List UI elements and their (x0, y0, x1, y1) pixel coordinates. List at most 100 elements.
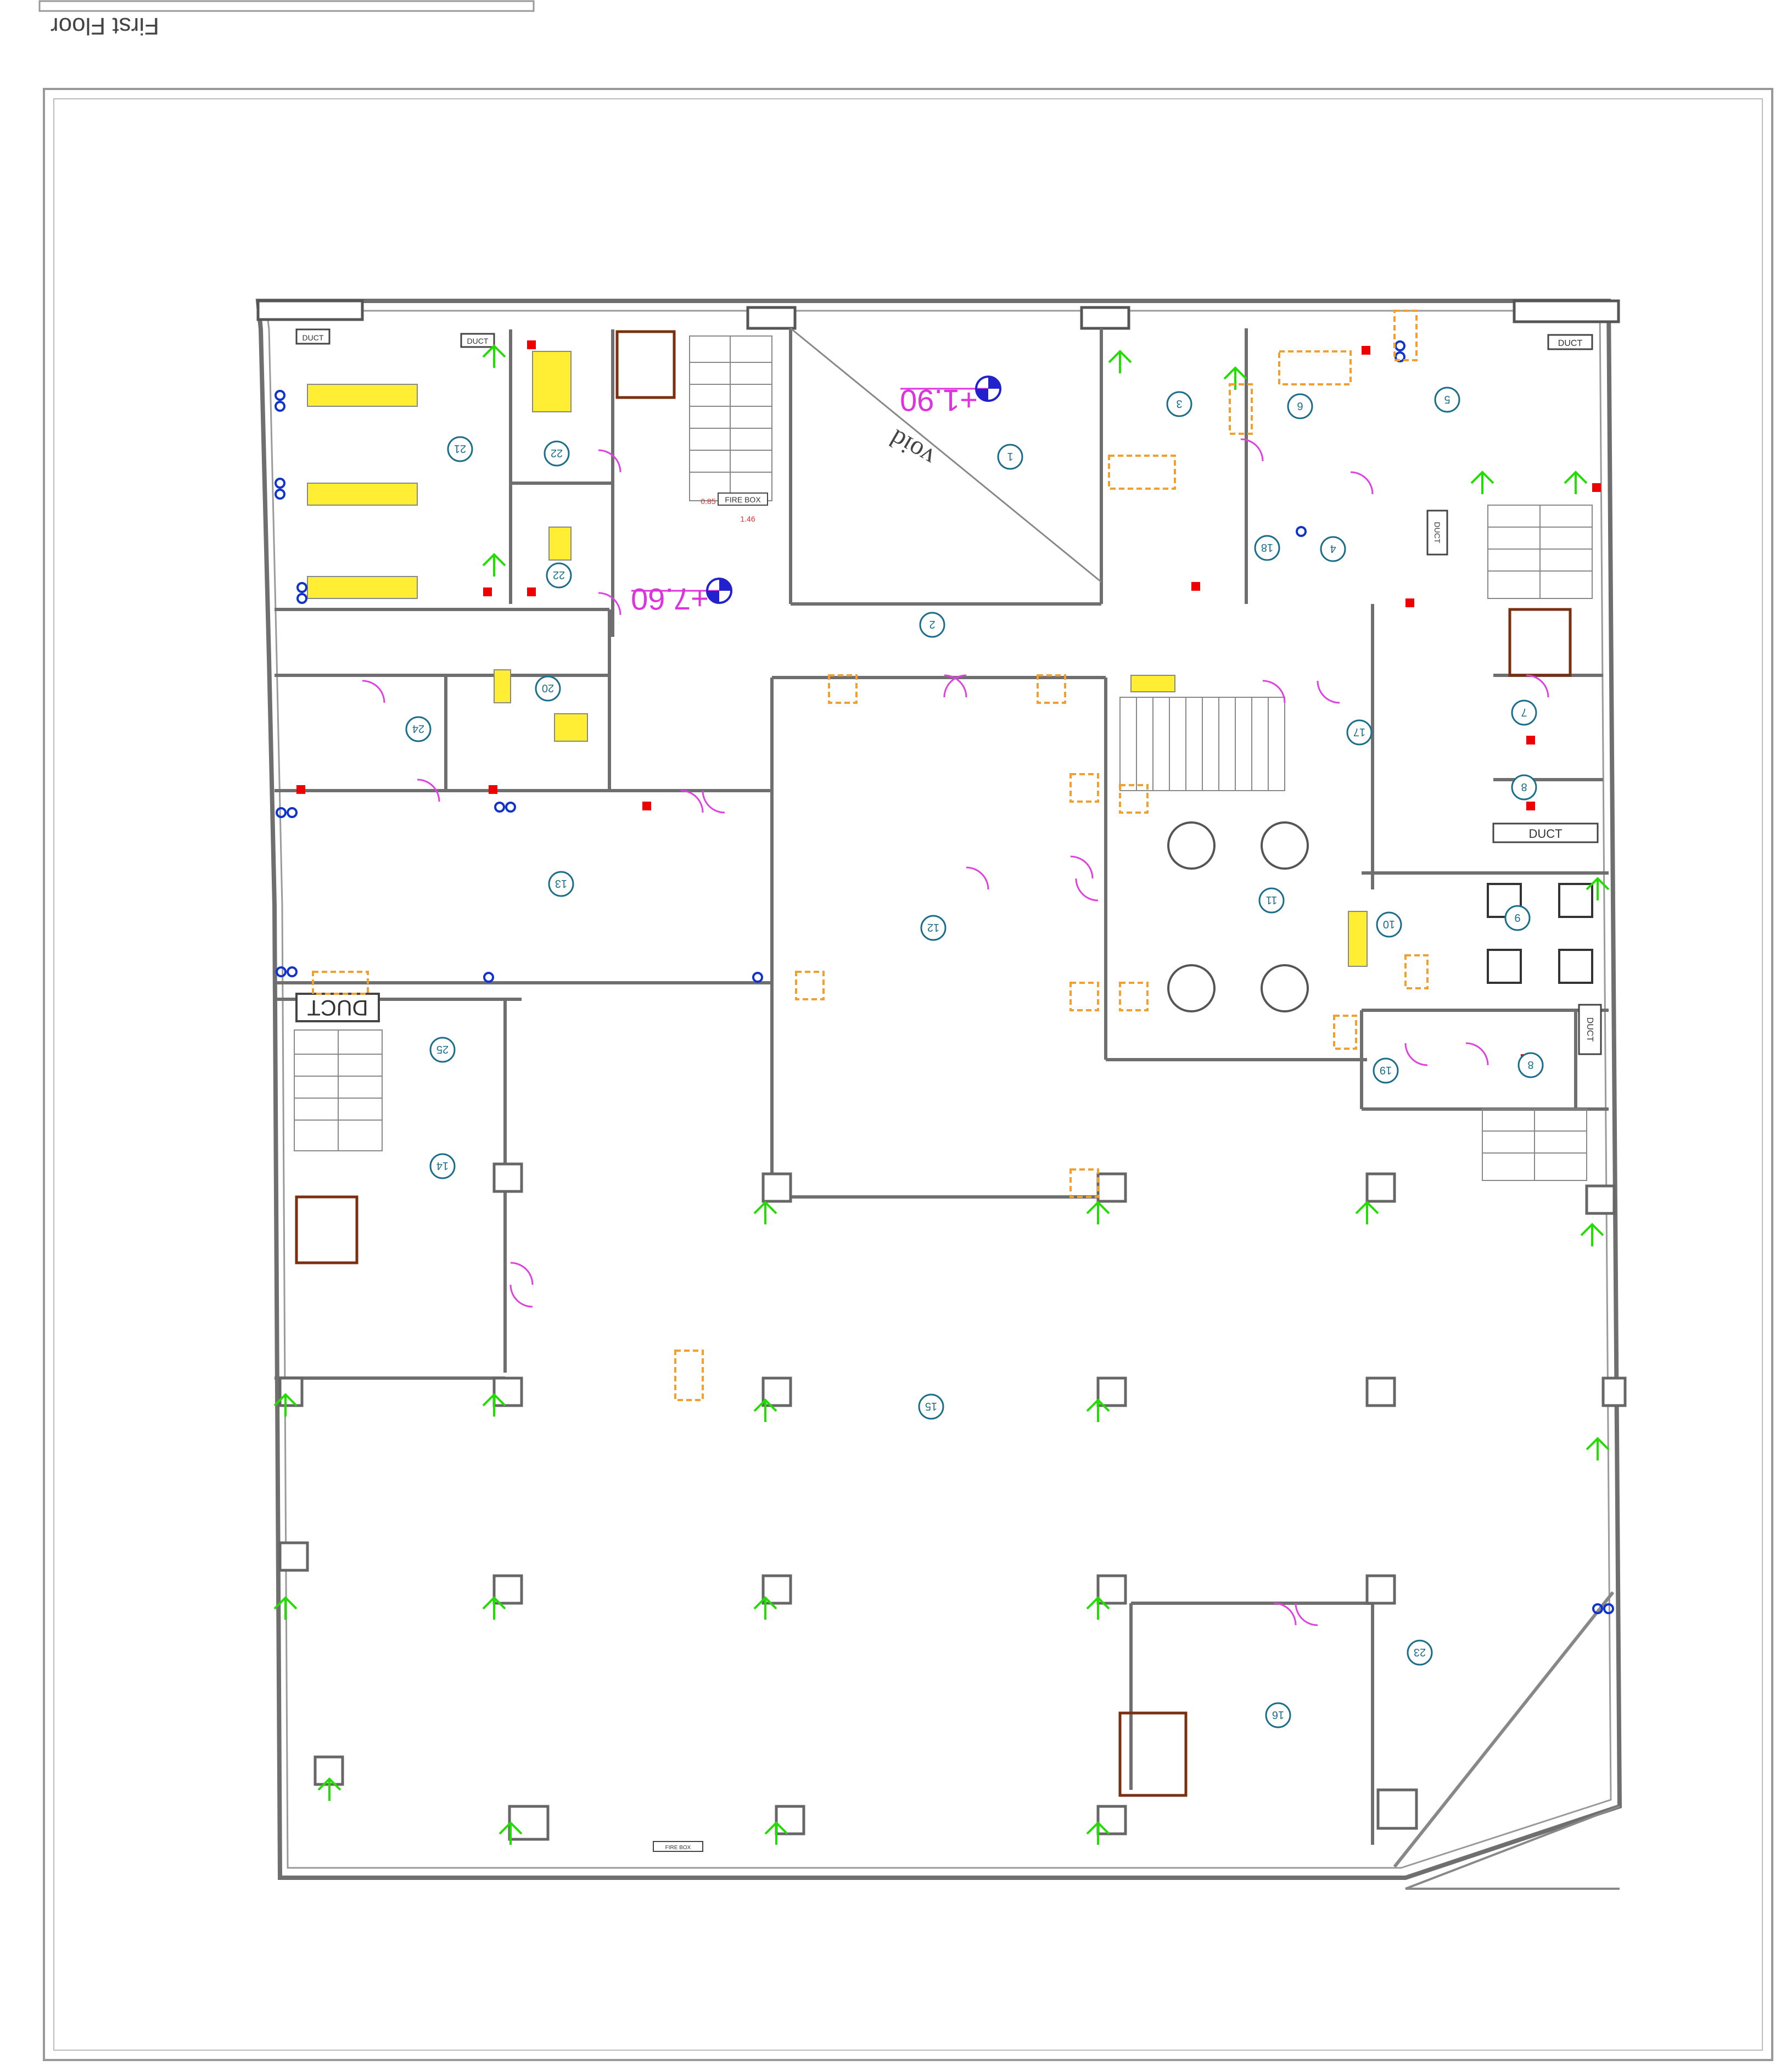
building-outline-inner (266, 310, 1612, 1869)
room-marker-circle (544, 440, 570, 467)
room-number: 11 (1266, 894, 1278, 906)
corner-chamfer (1405, 1805, 1620, 1890)
interior-walls (275, 328, 1609, 1845)
room-number: 20 (542, 682, 554, 694)
room-marker-14: 14 (429, 1153, 456, 1179)
room-number: 8 (1527, 1059, 1533, 1071)
dining-tables (1167, 821, 1309, 1012)
room-number: 5 (1444, 393, 1450, 405)
sheet-border-inner (53, 98, 1763, 2051)
level-marker-target-fill (976, 377, 1000, 401)
sheet-border-outer (43, 88, 1773, 2061)
duct-box (295, 328, 331, 345)
room-marker-24: 24 (405, 716, 432, 742)
duct-label: DUCT (1558, 339, 1583, 348)
room-number: 16 (1272, 1709, 1284, 1721)
room-number: 15 (925, 1400, 937, 1412)
room-number: 7 (1521, 706, 1527, 718)
room-marker-17: 17 (1346, 719, 1373, 746)
sensor-symbols (275, 340, 1614, 1614)
column-top-left (256, 299, 364, 321)
room-marker-13: 13 (548, 871, 574, 897)
firebox (718, 492, 768, 506)
plant-symbols (273, 344, 1610, 1845)
column-top-right (1513, 299, 1620, 323)
level-marker-label: +7.60 (631, 582, 709, 617)
room-marker-5: 5 (1434, 387, 1460, 413)
dim-label: 1.46 (740, 514, 755, 523)
room-number: 8 (1521, 781, 1527, 793)
room-marker-circle (918, 1393, 944, 1420)
room-number: 22 (553, 569, 565, 581)
yellow-fixtures (1130, 675, 1368, 967)
room-marker-circle (546, 562, 572, 589)
room-marker-9: 9 (1504, 905, 1531, 931)
room-number: 2 (929, 618, 935, 630)
structural-columns (278, 1162, 1627, 1841)
room-marker-circle (548, 871, 574, 897)
room-marker-circle (1511, 774, 1537, 801)
chamfer-wall (1393, 1591, 1615, 1868)
room-marker-circle (1517, 1052, 1544, 1078)
building-outline (255, 299, 1622, 1880)
room-marker-circle (1265, 1702, 1291, 1728)
elevator-right (1508, 608, 1572, 677)
room-number: 1 (1007, 450, 1013, 462)
firebox-label: FIRE BOX (665, 1845, 691, 1851)
elevator-bottom (1118, 1711, 1188, 1797)
desk-cluster (307, 351, 588, 742)
duct-label: DUCT (1585, 1017, 1594, 1042)
room-marker-circle (405, 716, 432, 742)
room-number: 3 (1176, 398, 1182, 410)
room-number: 6 (1297, 400, 1303, 412)
duct-label: DUCT (307, 995, 368, 1020)
room-marker-circle (429, 1153, 456, 1179)
level-marker-target-fill (707, 579, 731, 603)
room-marker-12: 12 (920, 915, 947, 941)
column-top-mid2 (1080, 306, 1130, 330)
room-marker-circle (429, 1037, 456, 1063)
room-marker-2: 2 (919, 612, 945, 638)
room-marker-circle (1166, 391, 1192, 417)
duct-box (1492, 822, 1599, 843)
room-marker-3: 3 (1166, 391, 1192, 417)
room-number: 19 (1380, 1064, 1392, 1076)
duct-label: DUCT (1528, 827, 1562, 841)
duct-label: DUCT (1433, 522, 1442, 544)
cafe-tables (1487, 883, 1593, 984)
room-marker-circle (920, 915, 947, 941)
room-marker-22b: 22 (546, 562, 572, 589)
room-number: 10 (1383, 918, 1395, 930)
room-number: 17 (1353, 726, 1365, 738)
room-marker-circle (1504, 905, 1531, 931)
room-number: 21 (454, 443, 466, 455)
stair-core-left (294, 1029, 383, 1151)
room-marker-circle (535, 675, 561, 702)
equipment-boxes (312, 310, 1429, 1401)
room-marker-20: 20 (535, 675, 561, 702)
elevator-top (615, 330, 676, 399)
duct-box (460, 333, 495, 348)
room-marker-circle (1258, 887, 1285, 914)
room-marker-circle (1287, 393, 1313, 419)
room-marker-19: 19 (1373, 1057, 1399, 1084)
room-marker-16: 16 (1265, 1702, 1291, 1728)
room-marker-circle (919, 612, 945, 638)
room-number: 25 (436, 1043, 449, 1055)
room-number: 24 (412, 723, 424, 735)
room-marker-circle (1376, 911, 1402, 938)
room-marker-18: 18 (1254, 535, 1280, 561)
duct-box (1578, 1004, 1602, 1055)
room-marker-circle (1320, 536, 1346, 562)
room-marker-25: 25 (429, 1037, 456, 1063)
room-marker-11: 11 (1258, 887, 1285, 914)
duct-box (1547, 334, 1593, 350)
room-marker-15: 15 (918, 1393, 944, 1420)
room-number: 4 (1330, 542, 1336, 555)
column-top-mid (746, 306, 797, 330)
room-marker-4: 4 (1320, 536, 1346, 562)
room-number: 23 (1414, 1646, 1426, 1658)
door-swings (362, 438, 1549, 1626)
room-marker-circle (1407, 1639, 1433, 1666)
